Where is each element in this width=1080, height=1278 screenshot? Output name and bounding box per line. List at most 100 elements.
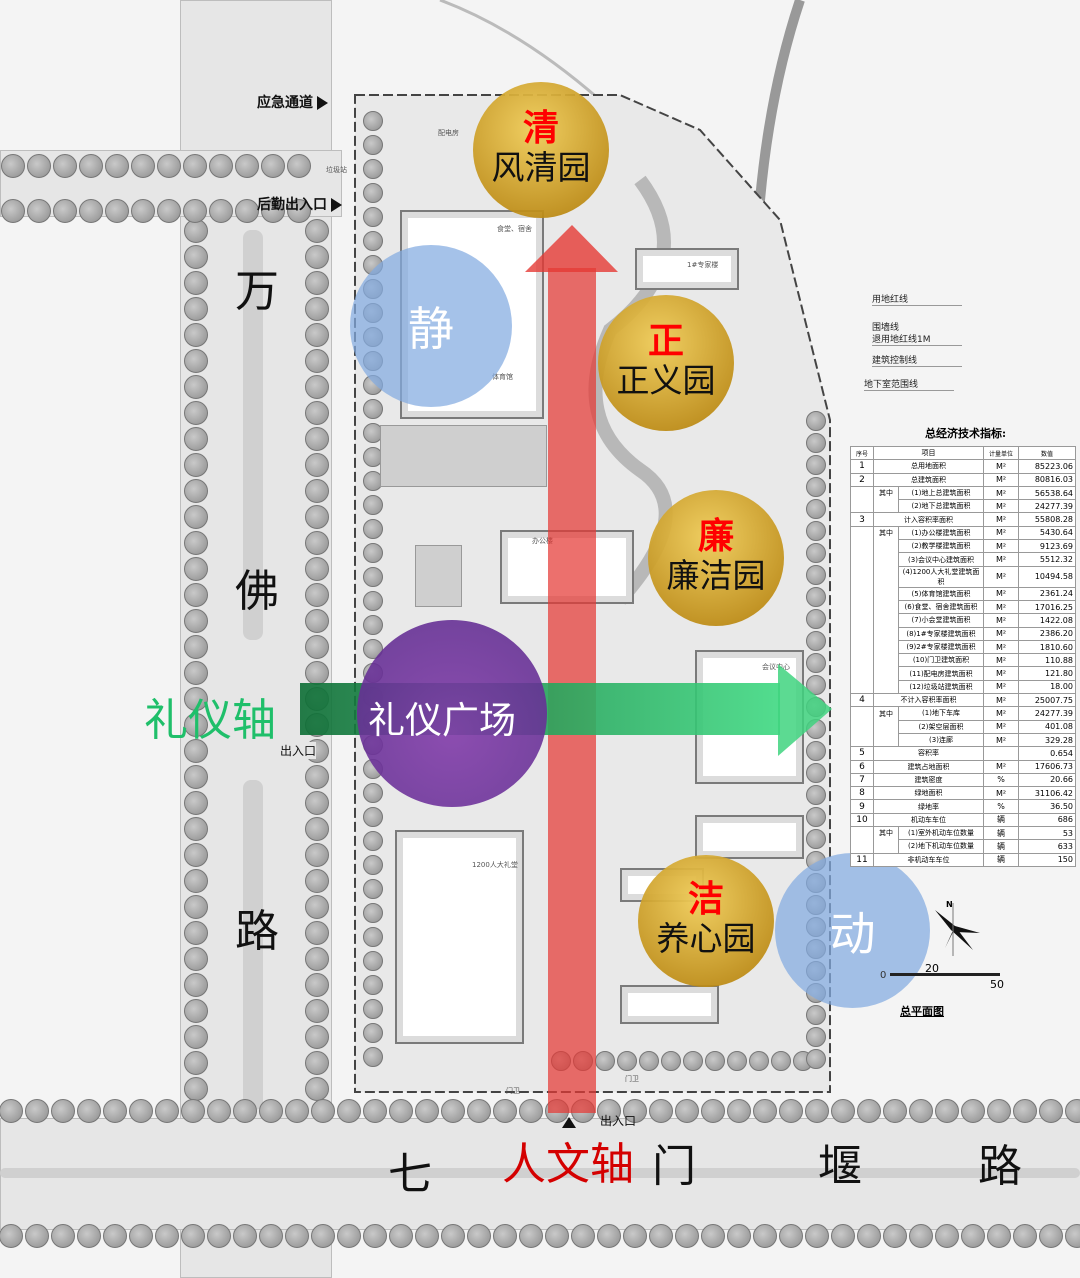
tree-icon [661,1051,681,1071]
tree-icon [184,895,208,919]
tree-icon [683,1051,703,1071]
tree-icon [806,521,826,541]
sub-label [873,499,899,514]
tree-icon [305,375,329,399]
south-road-median [0,1168,1080,1178]
tree-icon [311,1224,335,1248]
sub-label [873,627,899,641]
item-name: 绿地率 [873,799,984,814]
row-number [850,613,874,628]
tree-icon [184,349,208,373]
tree-icon [806,1027,826,1047]
item-name: (3)会议中心建筑面积 [898,552,984,567]
unit: M² [983,693,1019,708]
value: 85223.06 [1018,459,1076,474]
tree-icon [233,1099,257,1123]
item-name: (2)架空层面积 [898,719,984,734]
value: 1810.60 [1018,639,1076,655]
sports-court [380,425,547,487]
tree-icon [305,453,329,477]
unit: M² [983,459,1019,474]
tree-icon [909,1099,933,1123]
tree-icon [184,479,208,503]
tree-icon [305,791,329,815]
sub-label [873,839,899,854]
value: 36.50 [1018,799,1076,814]
unit: M² [983,719,1019,734]
item-name: (3)连廊 [898,732,984,748]
tree-icon [675,1099,699,1123]
value: 25007.75 [1018,693,1076,708]
tree-icon [493,1099,517,1123]
unit: M² [983,525,1019,541]
row-number: 7 [850,772,874,788]
tree-icon [805,1224,829,1248]
tree-icon [363,231,383,251]
tree-icon [287,199,311,223]
tree-icon [806,1049,826,1069]
logistics-entrance-label: 后勤出入口 [257,194,342,214]
item-name: 绿地面积 [873,786,984,801]
tree-icon [571,1224,595,1248]
road-name-char: 路 [978,1141,1022,1192]
tree-icon [753,1099,777,1123]
row-number [850,600,874,614]
tree-icon [597,1099,621,1123]
tree-icon [305,1025,329,1049]
tree-icon [305,583,329,607]
tree-icon [184,453,208,477]
item-name: (4)1200人大礼堂建筑面积 [898,565,984,588]
fengqing-garden-circle: 清风清园 [473,82,609,218]
tree-icon [675,1224,699,1248]
dormitory-building-c [620,985,719,1024]
tree-icon [261,199,285,223]
row-number: 6 [850,759,874,774]
tree-icon [987,1099,1011,1123]
tree-icon [639,1051,659,1071]
power-room-label: 配电房 [438,129,459,137]
tree-icon [623,1224,647,1248]
tree-icon [305,401,329,425]
tree-icon [701,1224,725,1248]
unit: M² [983,565,1019,588]
tree-icon [363,951,383,971]
row-number: 8 [850,786,874,801]
tree-icon [103,1099,127,1123]
item-name: (12)垃圾站建筑面积 [898,679,984,695]
item-name: 不计入容积率面积 [873,693,984,708]
tree-icon [305,557,329,581]
tree-icon [467,1099,491,1123]
unit: M² [983,653,1019,668]
value: 17016.25 [1018,599,1076,615]
tree-icon [441,1099,465,1123]
west-entrance-label: 出入口 [280,742,317,759]
tree-icon [1,199,25,223]
tree-icon [935,1099,959,1123]
tree-icon [305,271,329,295]
zheng-badge: 正 [647,321,684,363]
tree-icon [0,1224,23,1248]
tree-icon [184,973,208,997]
garbage-label: 垃圾站 [326,166,347,174]
quiet-zone-label: 静 [408,302,454,356]
fengqing-garden-label: 风清园 [491,148,591,188]
row-number [850,666,874,681]
value: 9123.69 [1018,539,1076,554]
tree-icon [305,973,329,997]
tree-icon [305,869,329,893]
expert1-label: 1#专家楼 [687,261,719,269]
tree-icon [363,135,383,155]
unit: M² [983,586,1019,601]
expert-building-1: 1#专家楼 [635,248,739,290]
